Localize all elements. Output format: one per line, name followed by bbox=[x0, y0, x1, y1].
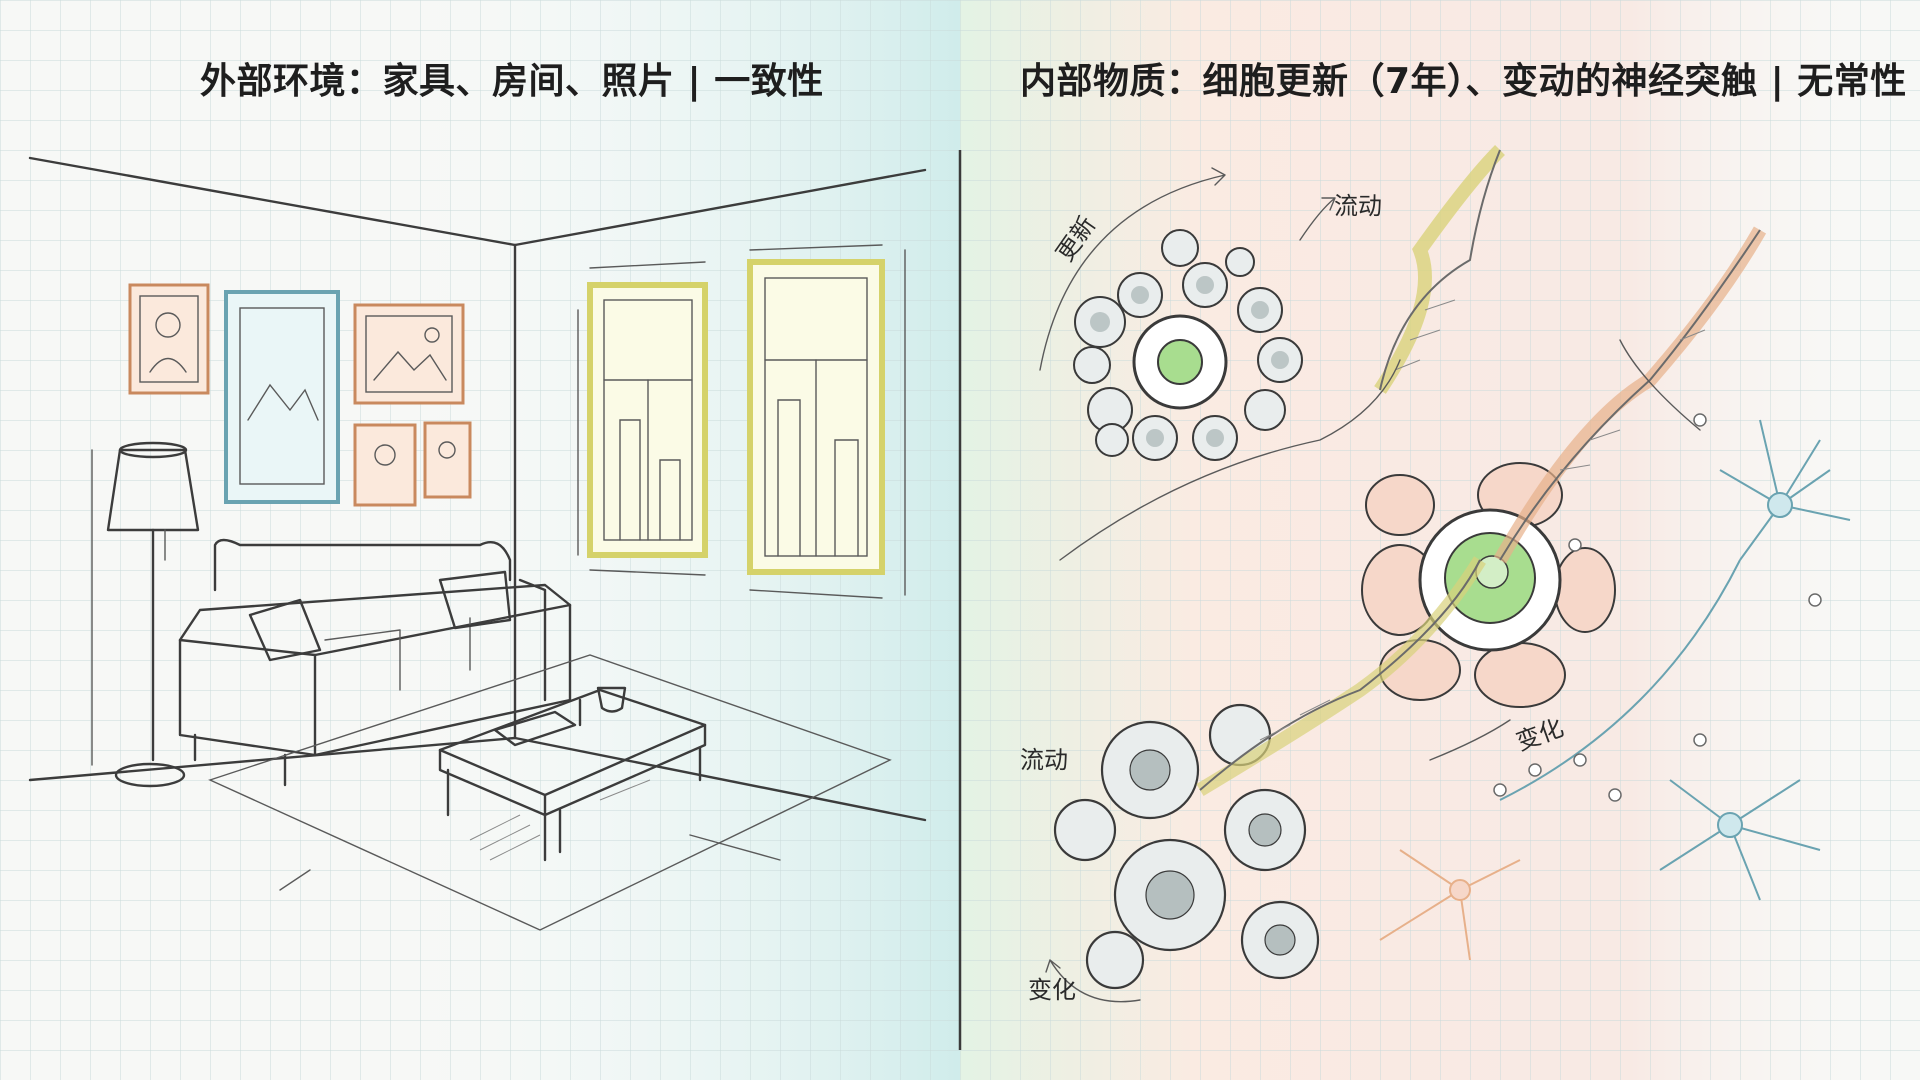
left-panel-title: 外部环境：家具、房间、照片 | 一致性 bbox=[200, 61, 824, 102]
biology-sketch bbox=[1039, 145, 1851, 1003]
neurons bbox=[1379, 413, 1851, 961]
cell-cluster-bottom bbox=[1053, 703, 1320, 990]
cell-cluster-center bbox=[1361, 462, 1616, 708]
flow-arrows bbox=[1039, 167, 1701, 1003]
sofa bbox=[178, 538, 582, 787]
annotation-change-bottom: 变化 bbox=[1028, 976, 1076, 1004]
windows bbox=[577, 244, 906, 599]
cell-cluster-top bbox=[1073, 229, 1303, 461]
coffee-table bbox=[438, 686, 707, 862]
annotation-flow-top: 流动 bbox=[1334, 192, 1382, 220]
room-sketch bbox=[28, 156, 927, 931]
picture-frames bbox=[128, 283, 472, 507]
floor-lamp bbox=[91, 441, 200, 788]
annotation-flow-left: 流动 bbox=[1020, 746, 1068, 774]
right-panel-title: 内部物质：细胞更新（7年）、变动的神经突触 | 无常性 bbox=[1020, 61, 1907, 102]
rug bbox=[208, 654, 892, 931]
dna-helices bbox=[1196, 145, 1767, 797]
